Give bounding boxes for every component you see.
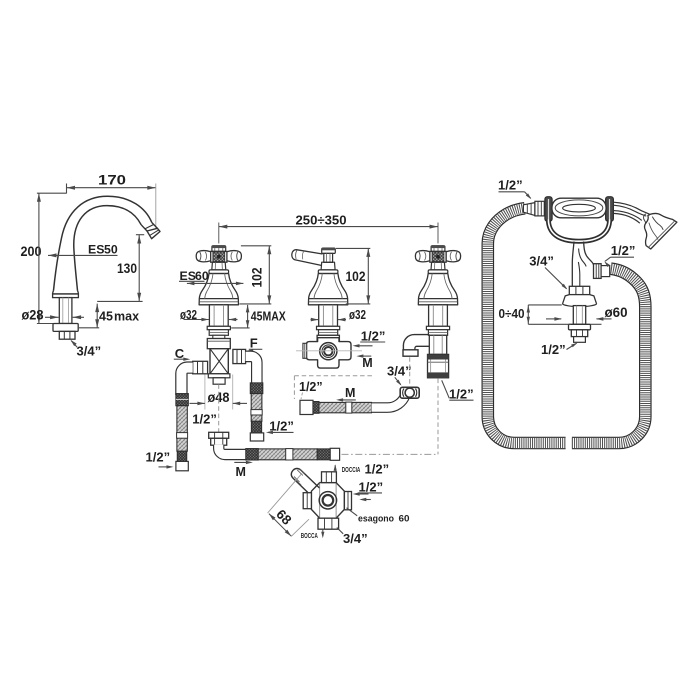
svg-text:ø32: ø32 [349, 307, 366, 322]
svg-text:ø60: ø60 [605, 305, 628, 320]
svg-text:1/2”: 1/2” [269, 418, 294, 433]
svg-text:DOCCIA: DOCCIA [342, 467, 361, 474]
svg-text:1/2”: 1/2” [541, 342, 566, 357]
svg-text:1/2”: 1/2” [611, 243, 636, 258]
svg-text:ES: ES [88, 243, 104, 257]
svg-text:1/2”: 1/2” [146, 450, 171, 465]
svg-text:3/4”: 3/4” [343, 531, 368, 546]
svg-text:ES: ES [180, 269, 196, 283]
svg-text:60: 60 [195, 269, 209, 283]
svg-text:3/4”: 3/4” [529, 253, 554, 268]
svg-text:M: M [345, 386, 355, 400]
svg-text:1/2”: 1/2” [361, 328, 386, 343]
svg-text:200: 200 [21, 244, 42, 259]
svg-text:3/4”: 3/4” [77, 344, 102, 359]
svg-text:1/2”: 1/2” [365, 462, 390, 477]
svg-text:1/2”: 1/2” [359, 479, 384, 494]
svg-text:BOCCA: BOCCA [301, 533, 318, 540]
svg-text:1/2”: 1/2” [449, 386, 474, 401]
svg-text:102: 102 [346, 269, 366, 284]
svg-text:1/2”: 1/2” [299, 380, 323, 394]
svg-text:45MAX: 45MAX [251, 308, 286, 323]
svg-text:50: 50 [104, 243, 118, 257]
svg-text:1/2”: 1/2” [498, 178, 523, 193]
svg-text:ø48: ø48 [208, 390, 230, 405]
svg-text:250÷350: 250÷350 [296, 213, 347, 228]
svg-text:F: F [250, 335, 258, 350]
svg-text:ø32: ø32 [180, 307, 197, 322]
svg-text:M: M [362, 356, 372, 370]
svg-text:esagono: esagono [358, 514, 394, 525]
svg-text:0÷40: 0÷40 [499, 306, 525, 321]
svg-text:45: 45 [99, 310, 113, 324]
svg-text:130: 130 [117, 261, 137, 276]
svg-text:ø28: ø28 [22, 308, 44, 323]
svg-text:C: C [175, 346, 185, 361]
svg-text:60: 60 [399, 514, 410, 525]
svg-text:M: M [236, 465, 246, 479]
svg-text:102: 102 [249, 268, 264, 288]
svg-text:1/2”: 1/2” [192, 411, 217, 426]
svg-text:3/4”: 3/4” [387, 363, 412, 378]
svg-text:max: max [114, 310, 139, 324]
svg-text:170: 170 [98, 173, 126, 188]
